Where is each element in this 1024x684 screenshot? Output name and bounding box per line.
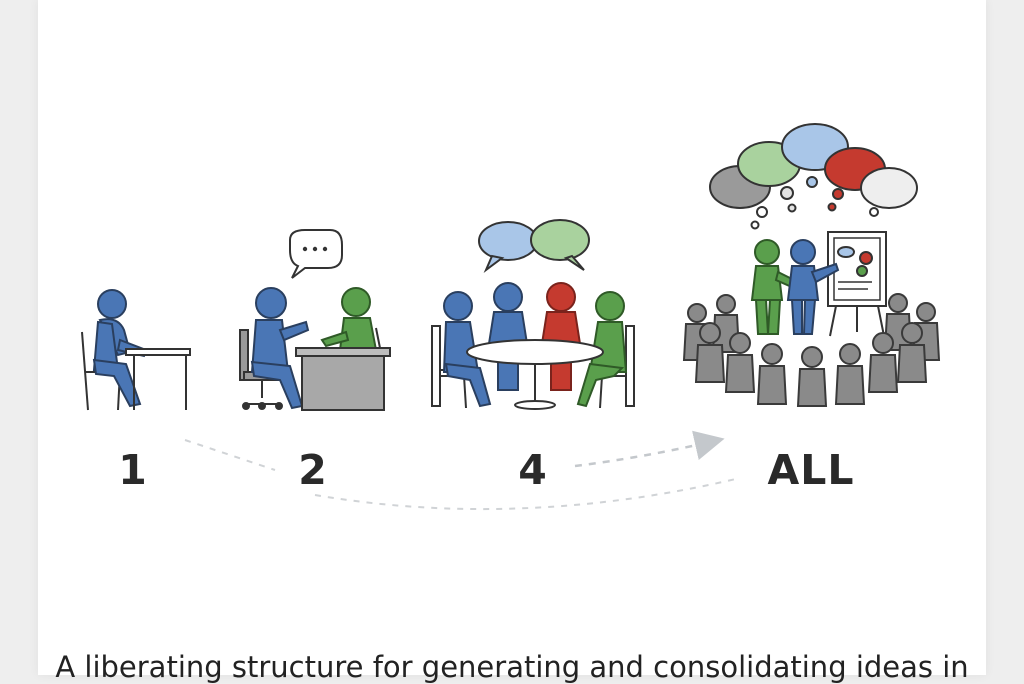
- speech-bubble-icon: [530, 219, 590, 271]
- stage-label-all: ALL: [767, 446, 855, 494]
- person-icon: [320, 287, 378, 351]
- table-icon: [125, 348, 191, 410]
- thought-bubble-icon: [709, 123, 918, 230]
- person-icon: [834, 343, 866, 405]
- person-icon: [442, 291, 492, 408]
- stage-label-4: 4: [518, 446, 548, 494]
- desk-icon: [295, 347, 391, 411]
- flow-arrow-left: [184, 439, 276, 471]
- round-table-icon: [466, 339, 604, 410]
- stage-label-1: 1: [118, 446, 148, 494]
- person-icon: [796, 346, 828, 407]
- person-icon: [576, 291, 628, 408]
- person-icon: [250, 287, 310, 410]
- flow-arrow-lower: [314, 477, 741, 511]
- speech-bubble-icon: [478, 221, 538, 274]
- person-icon: [539, 282, 583, 391]
- speech-bubble-icon: [289, 229, 343, 279]
- stage-4-illustration: [431, 219, 635, 410]
- person-icon: [92, 289, 148, 408]
- person-icon: [896, 322, 928, 383]
- stage-label-2: 2: [298, 446, 328, 494]
- audience-crowd: [682, 293, 941, 407]
- flow-arrow-upper: [574, 430, 725, 468]
- caption-text: A liberating structure for generating an…: [55, 650, 969, 684]
- person-icon: [867, 332, 899, 393]
- person-icon: [756, 343, 788, 405]
- person-icon: [786, 239, 840, 335]
- stage-2-illustration: [239, 229, 391, 411]
- flipchart-icon: [827, 231, 887, 337]
- chair-icon: [375, 327, 381, 349]
- stage-1-illustration: [81, 289, 191, 411]
- stage-all-illustration: [682, 123, 941, 407]
- person-icon: [486, 282, 530, 391]
- person-icon: [694, 322, 726, 383]
- person-icon: [724, 332, 756, 393]
